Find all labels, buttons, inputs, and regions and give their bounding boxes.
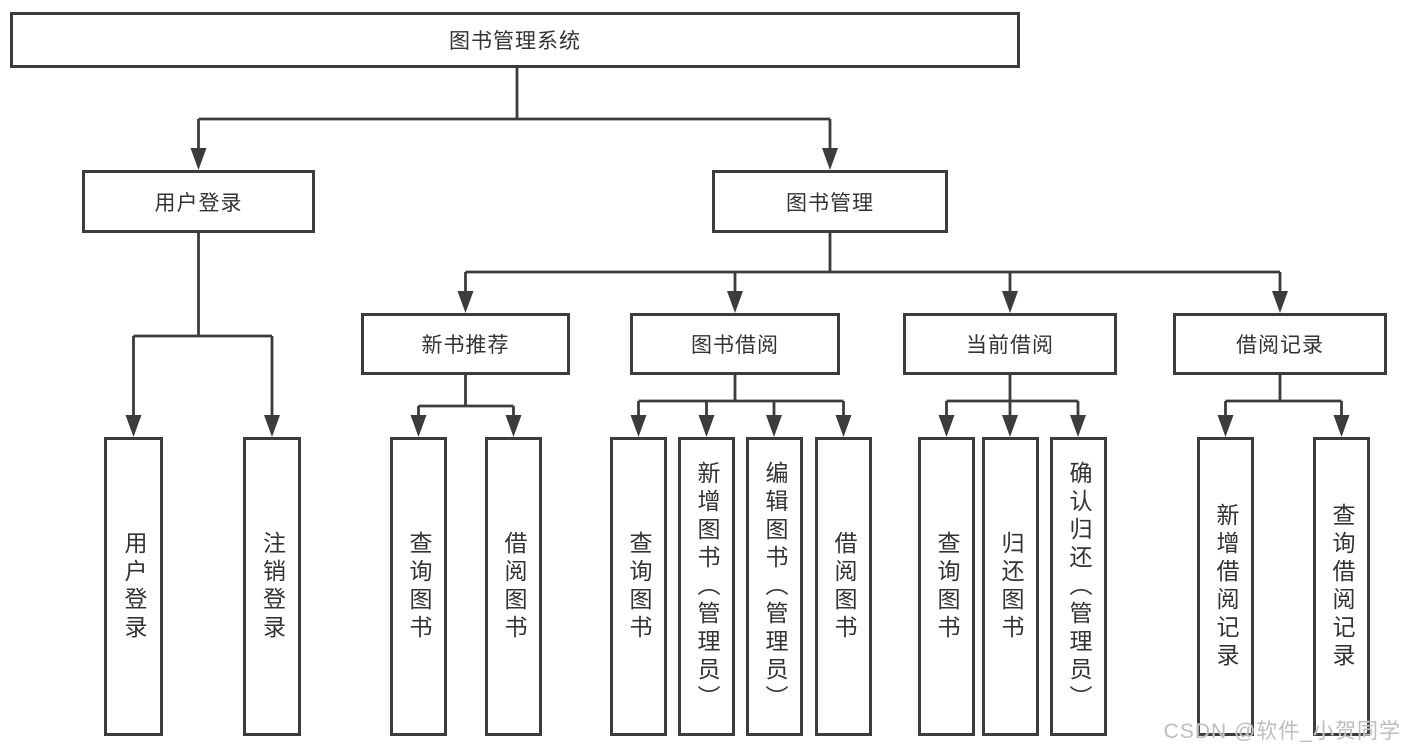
leaf-br-query-record: 查询借阅记录 bbox=[1313, 437, 1370, 736]
node-book-borrowing: 图书借阅 bbox=[630, 313, 840, 375]
leaf-bb-add-books-admin-label: 新增图书（管理员） bbox=[694, 460, 720, 713]
leaf-bb-borrow-books-label: 借阅图书 bbox=[831, 530, 857, 643]
leaf-user-login-label: 用户登录 bbox=[121, 530, 147, 643]
leaf-cb-return-books: 归还图书 bbox=[982, 437, 1039, 736]
node-current-borrowing: 当前借阅 bbox=[903, 313, 1117, 375]
node-library-management-system: 图书管理系统 bbox=[10, 12, 1020, 68]
leaf-rec-query-books-label: 查询图书 bbox=[406, 530, 432, 643]
node-borrowing-records: 借阅记录 bbox=[1173, 313, 1387, 375]
leaf-cb-query-books: 查询图书 bbox=[918, 437, 975, 736]
node-book-management: 图书管理 bbox=[712, 170, 948, 233]
node-new-book-recommendation-label: 新书推荐 bbox=[421, 334, 510, 357]
node-user-login-label: 用户登录 bbox=[154, 191, 243, 215]
leaf-logout: 注销登录 bbox=[243, 437, 301, 736]
node-new-book-recommendation: 新书推荐 bbox=[361, 313, 570, 375]
leaf-bb-borrow-books: 借阅图书 bbox=[815, 437, 872, 736]
node-book-borrowing-label: 图书借阅 bbox=[691, 334, 779, 357]
leaf-bb-query-books-label: 查询图书 bbox=[626, 530, 652, 643]
leaf-cb-query-books-label: 查询图书 bbox=[934, 530, 960, 643]
leaf-bb-edit-books-admin-label: 编辑图书（管理员） bbox=[762, 460, 788, 713]
node-current-borrowing-label: 当前借阅 bbox=[966, 334, 1054, 357]
leaf-br-add-record-label: 新增借阅记录 bbox=[1213, 502, 1239, 671]
csdn-watermark: CSDN @软件_小贺同学 bbox=[1163, 720, 1401, 743]
leaf-bb-query-books: 查询图书 bbox=[610, 437, 667, 736]
leaf-user-login: 用户登录 bbox=[104, 437, 163, 736]
leaf-logout-label: 注销登录 bbox=[259, 530, 286, 643]
node-book-management-label: 图书管理 bbox=[786, 191, 874, 215]
node-library-management-system-label: 图书管理系统 bbox=[449, 30, 581, 53]
leaf-br-add-record: 新增借阅记录 bbox=[1197, 437, 1254, 736]
node-borrowing-records-label: 借阅记录 bbox=[1236, 334, 1324, 357]
leaf-cb-confirm-return-admin-label: 确认归还（管理员） bbox=[1066, 460, 1092, 713]
node-user-login: 用户登录 bbox=[82, 170, 315, 233]
leaf-cb-confirm-return-admin: 确认归还（管理员） bbox=[1050, 437, 1107, 736]
leaf-br-query-record-label: 查询借阅记录 bbox=[1329, 502, 1355, 671]
leaf-bb-add-books-admin: 新增图书（管理员） bbox=[678, 437, 735, 736]
leaf-rec-query-books: 查询图书 bbox=[390, 437, 447, 736]
leaf-cb-return-books-label: 归还图书 bbox=[998, 530, 1024, 643]
leaf-bb-edit-books-admin: 编辑图书（管理员） bbox=[746, 437, 803, 736]
leaf-rec-borrow-books: 借阅图书 bbox=[485, 437, 542, 736]
leaf-rec-borrow-books-label: 借阅图书 bbox=[501, 530, 527, 643]
